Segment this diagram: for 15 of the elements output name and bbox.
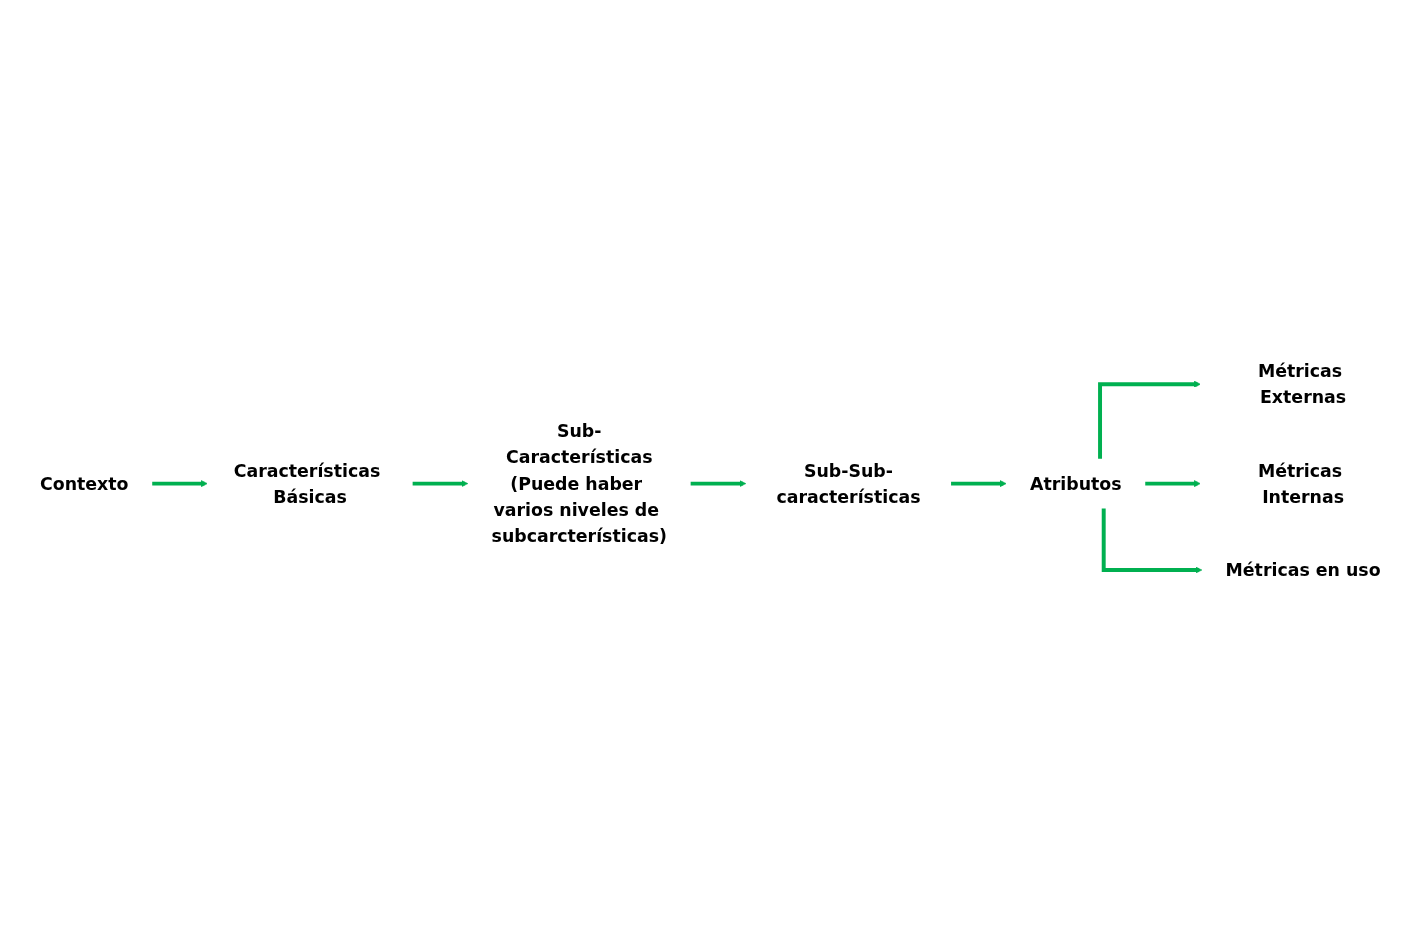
arrow — [1101, 508, 1203, 574]
node-text: Atributos — [1029, 474, 1122, 494]
arrow — [410, 480, 469, 488]
node-text: Métricas Externas — [1257, 361, 1347, 408]
arrow — [688, 480, 747, 488]
arrow — [1143, 480, 1201, 488]
node-text: Sub-Sub-características — [776, 461, 921, 507]
arrow — [949, 480, 1007, 488]
arrow — [1098, 381, 1201, 460]
node-text: Sub-Características (Puede haber varios niveles de subcarcterísticas) — [491, 422, 667, 546]
node-text: Contexto — [40, 474, 129, 494]
node-text: Métricas Internas — [1257, 461, 1345, 507]
node-text: Métricas en uso — [1225, 560, 1381, 581]
arrow — [150, 480, 208, 488]
node-text: Características Básicas — [233, 461, 381, 507]
